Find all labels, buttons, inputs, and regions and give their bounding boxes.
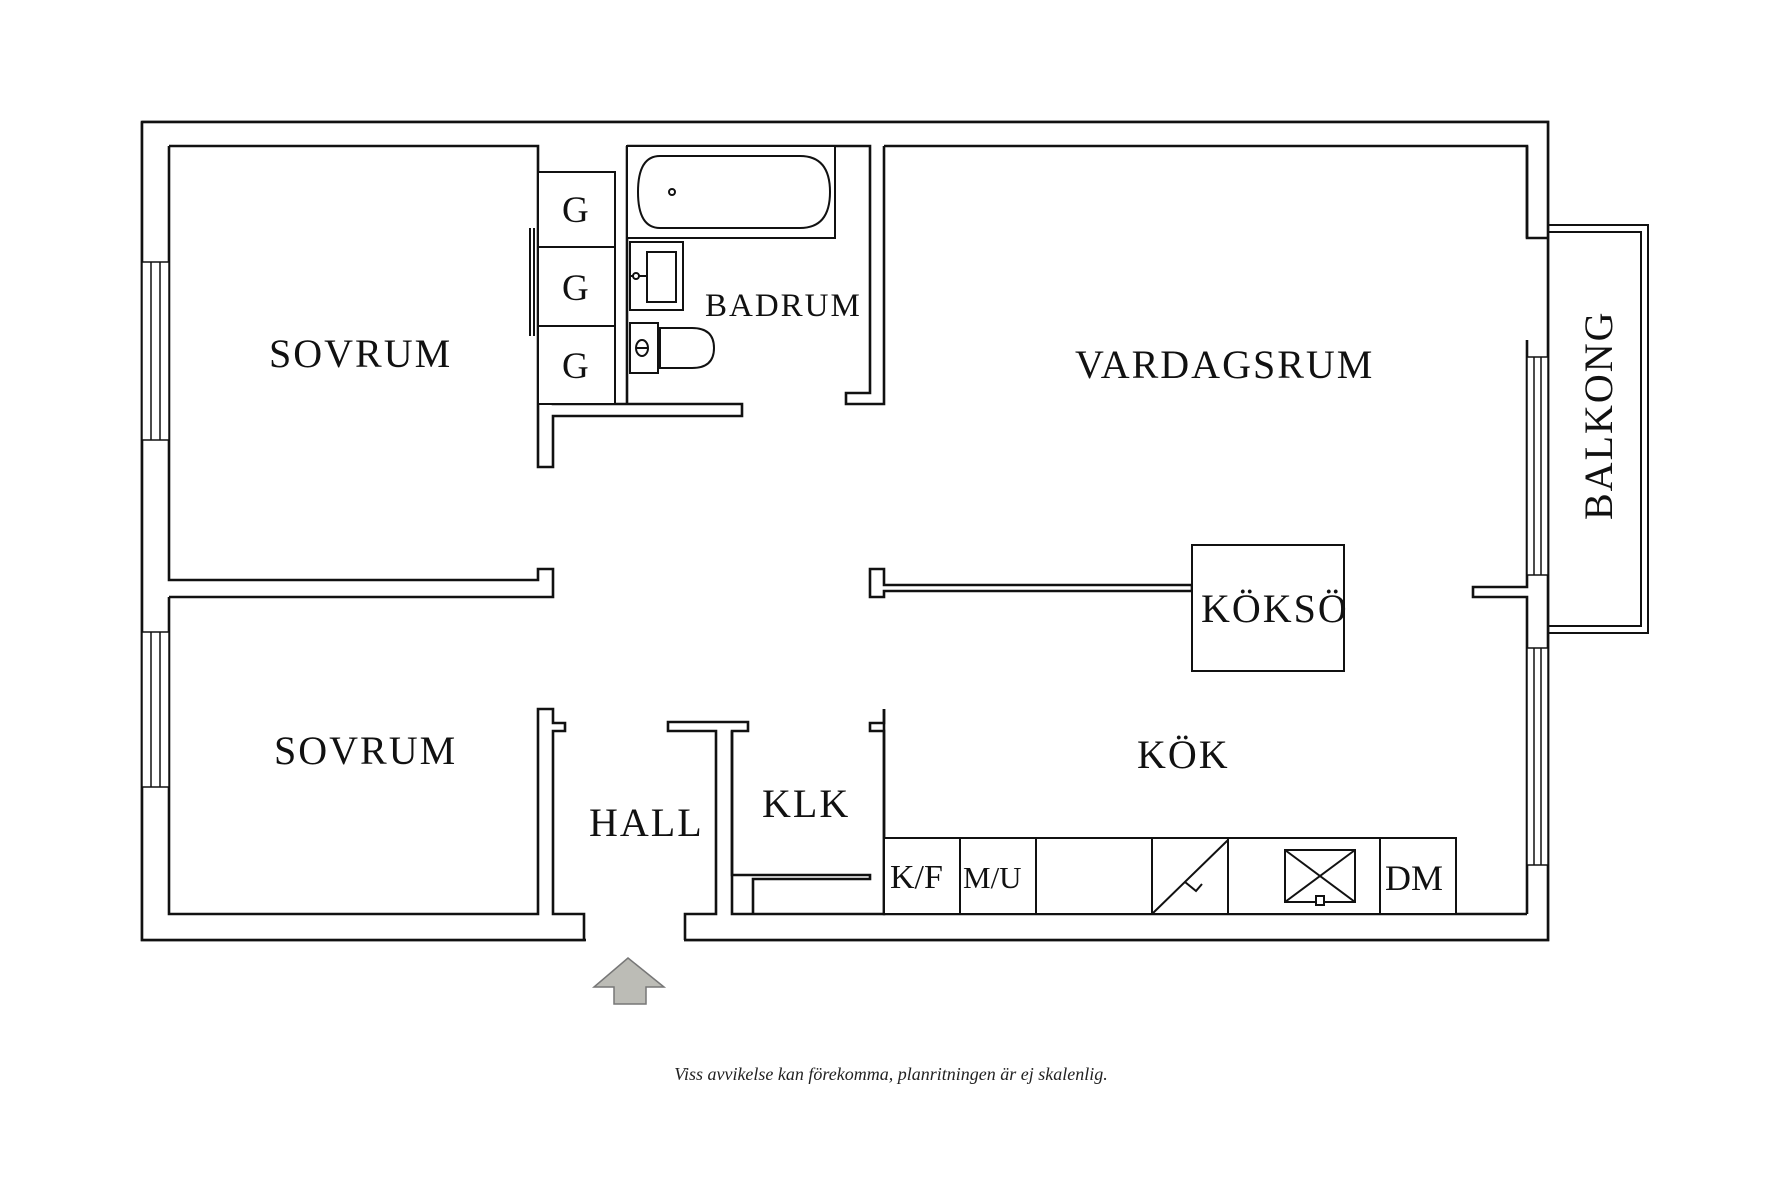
entrance-arrow-icon [591, 957, 667, 1005]
disclaimer-text: Viss avvikelse kan förekomma, planritnin… [674, 1064, 1107, 1084]
wardrobes [529, 171, 616, 405]
room-label-kok: KÖK [1137, 732, 1230, 777]
kitchen-label-dm: DM [1385, 858, 1443, 898]
kitchen-label-kf: K/F [890, 859, 943, 896]
window-left-bottom [141, 631, 170, 788]
wardrobe-label: G [562, 190, 589, 231]
stove-icon [1151, 839, 1229, 915]
walls [140, 120, 1550, 943]
balcony [1548, 224, 1649, 634]
room-label-vardagsrum: VARDAGSRUM [1075, 342, 1374, 387]
window-left-top [141, 261, 170, 441]
room-label-hall: HALL [589, 800, 704, 845]
room-label-balkong: BALKONG [1576, 310, 1621, 520]
bathtub-icon [626, 145, 836, 239]
room-label-klk: KLK [762, 781, 850, 826]
toilet-icon [629, 322, 716, 374]
room-label-sovrum-top: SOVRUM [269, 331, 452, 376]
room-label-badrum: BADRUM [705, 288, 862, 324]
wardrobe-label: G [562, 268, 589, 309]
window-right-bottom [1526, 647, 1549, 866]
sink-icon [629, 241, 684, 311]
wardrobe-label: G [562, 346, 589, 387]
room-label-sovrum-bottom: SOVRUM [274, 728, 457, 773]
kitchen-label-mu: M/U [963, 860, 1022, 895]
kitchen-island [1191, 544, 1345, 672]
room-label-koksö: KÖKSÖ [1201, 586, 1349, 631]
kitchen-sink-icon [1284, 849, 1356, 906]
kitchen-counter [883, 837, 1457, 915]
window-right-top [1526, 356, 1549, 576]
